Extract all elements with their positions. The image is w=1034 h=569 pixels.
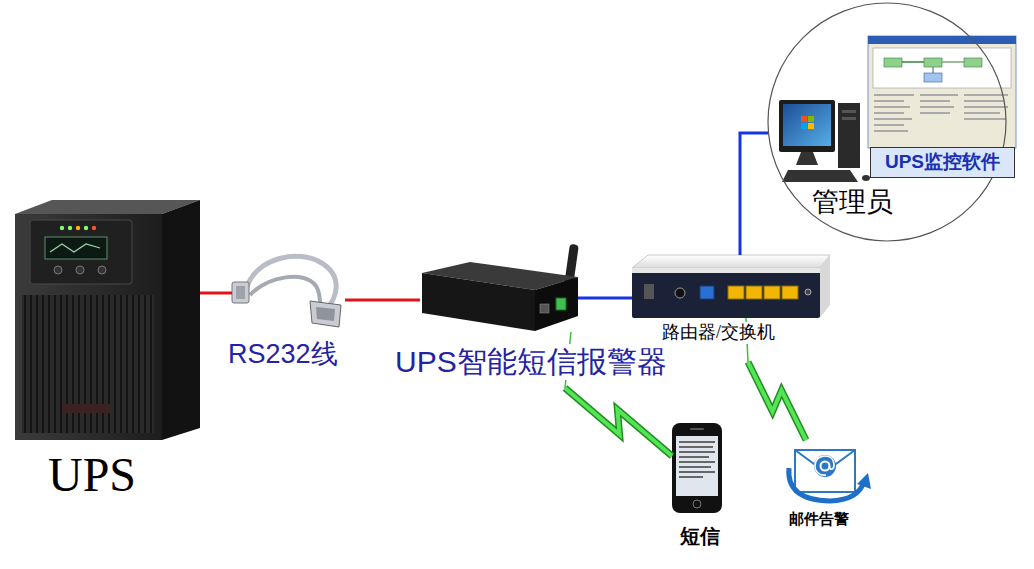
connector-line	[565, 388, 672, 456]
node-label: 路由器/交换机	[660, 322, 777, 344]
ups-unit: UPS	[15, 200, 200, 440]
sms-alarm-device: UPS智能短信报警器	[420, 242, 578, 332]
admin-circle: 管理员 UPS监控软件	[767, 2, 1007, 242]
node-label: 短信	[680, 524, 720, 548]
node-label: UPS智能短信报警器	[393, 344, 669, 380]
node-label: 邮件告警	[789, 510, 849, 528]
cable-connector	[345, 300, 420, 301]
connector-line	[345, 299, 420, 302]
connector-line	[200, 292, 232, 295]
cable-connector	[200, 293, 232, 294]
node-label: RS232线	[228, 338, 338, 370]
computer-picture	[779, 100, 870, 182]
rs232-cable-picture	[232, 256, 341, 327]
alarm-device-picture	[422, 244, 579, 331]
connector-line	[748, 362, 806, 440]
ups-tower	[15, 200, 200, 440]
software-label: UPS监控软件	[870, 147, 1015, 178]
sms-phone: 短信	[672, 423, 722, 513]
software-screenshot	[868, 36, 1016, 148]
email-alert: 邮件告警	[785, 440, 867, 506]
node-label: 管理员	[812, 186, 893, 218]
connector-line	[578, 297, 632, 300]
cable-connector	[578, 298, 632, 299]
connector-line	[740, 133, 769, 255]
node-label: UPS	[48, 446, 136, 504]
connector-line	[748, 362, 806, 440]
cable-connector	[740, 133, 769, 255]
email-picture	[789, 450, 871, 501]
rs232-cable: RS232线	[232, 258, 345, 330]
phone-picture	[672, 423, 722, 513]
router-picture	[632, 255, 830, 318]
connector-line	[565, 388, 672, 456]
box-label: UPS监控软件	[885, 151, 1000, 174]
router-switch: 路由器/交换机	[632, 255, 830, 318]
circle-outline	[768, 3, 1006, 241]
